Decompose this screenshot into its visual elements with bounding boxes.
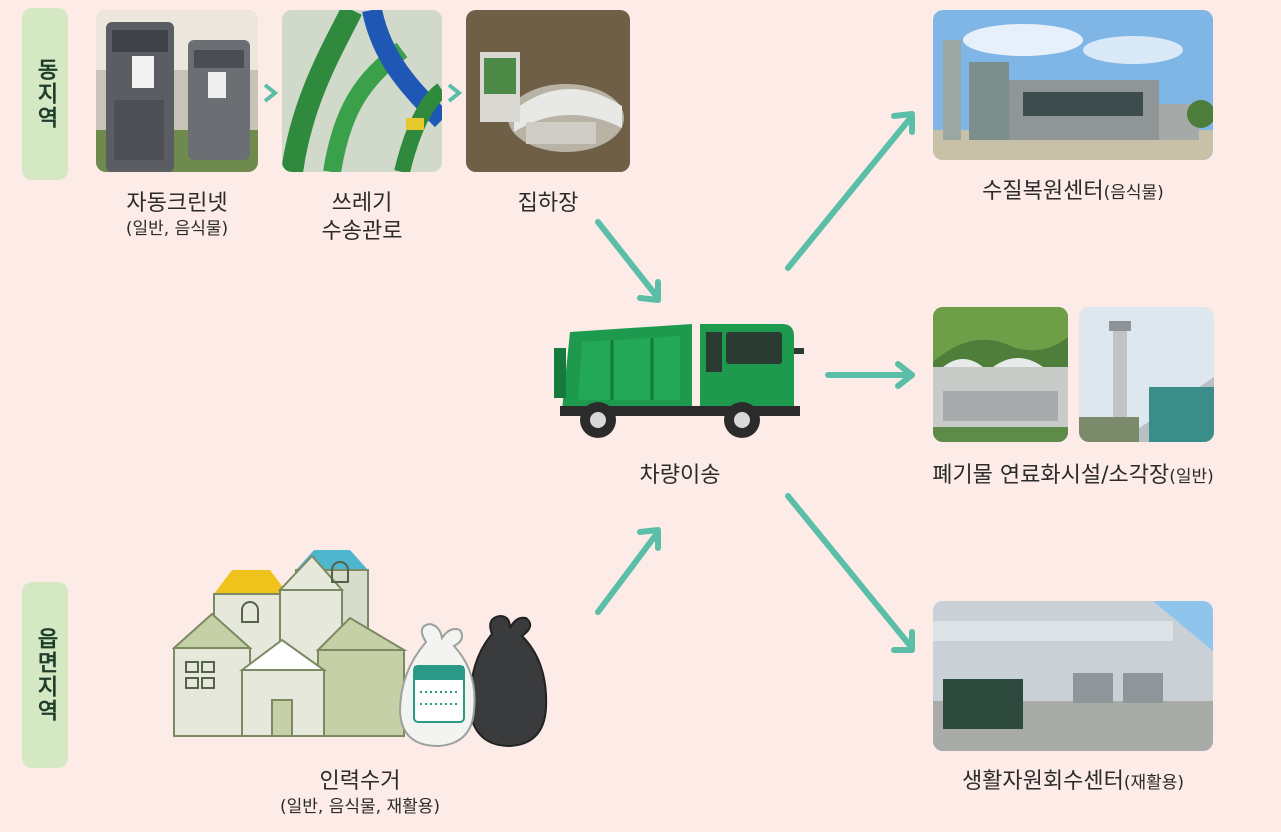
chevron-right-icon	[445, 82, 465, 104]
waste-pipe-line2: 수송관로	[321, 219, 403, 244]
fuel-facility-photo-2	[1079, 307, 1214, 442]
arrow-icon	[825, 361, 915, 389]
recycling-center-photo	[933, 601, 1213, 751]
vehicle-transport-title: 차량이송	[639, 463, 721, 488]
auto-clean-net-title: 자동크린넷	[126, 191, 228, 216]
recycling-center-label: 생활자원회수센터(재활용)	[910, 768, 1236, 797]
fuel-facility-subtitle: (일반)	[1169, 467, 1214, 487]
region-badge-east-label: 동지역	[33, 58, 58, 130]
collection-site-title: 집하장	[517, 191, 579, 216]
collection-site-label: 집하장	[466, 190, 630, 218]
fuel-facility-label: 폐기물 연료화시설/소각장(일반)	[896, 462, 1250, 491]
vehicle-transport-label: 차량이송	[580, 462, 780, 490]
region-badge-town: 읍면지역	[22, 582, 68, 768]
arrow-icon	[785, 493, 915, 653]
water-center-title: 수질복원센터	[982, 179, 1104, 204]
waste-pipe-photo	[282, 10, 442, 172]
water-center-label: 수질복원센터(음식물)	[933, 178, 1213, 207]
region-badge-town-label: 읍면지역	[33, 627, 58, 723]
region-badge-east: 동지역	[22, 8, 68, 180]
water-center-subtitle: (음식물)	[1103, 183, 1164, 203]
fuel-facility-photo-1	[933, 307, 1068, 442]
auto-clean-net-label: 자동크린넷 (일반, 음식물)	[96, 190, 258, 240]
auto-clean-net-photo	[96, 10, 258, 172]
manual-collection-title: 인력수거	[319, 769, 401, 794]
manual-collection-subtitle: (일반, 음식물, 재활용)	[280, 797, 440, 817]
arrow-icon	[595, 219, 661, 303]
water-restoration-center-photo	[933, 10, 1213, 160]
waste-pipe-label: 쓰레기 수송관로	[282, 190, 442, 246]
auto-clean-net-subtitle: (일반, 음식물)	[125, 219, 229, 239]
trash-bag-icon	[398, 612, 550, 748]
fuel-facility-title: 폐기물 연료화시설/소각장	[932, 463, 1170, 488]
chevron-right-icon	[261, 82, 281, 104]
waste-pipe-line1: 쓰레기	[331, 191, 393, 216]
manual-collection-label: 인력수거 (일반, 음식물, 재활용)	[230, 768, 490, 818]
arrow-icon	[595, 527, 661, 615]
recycling-center-subtitle: (재활용)	[1123, 773, 1185, 793]
collection-site-photo	[466, 10, 630, 172]
recycling-center-title: 생활자원회수센터	[961, 769, 1124, 794]
houses-icon	[171, 550, 422, 740]
garbage-truck-icon	[552, 318, 808, 442]
arrow-icon	[785, 111, 915, 271]
